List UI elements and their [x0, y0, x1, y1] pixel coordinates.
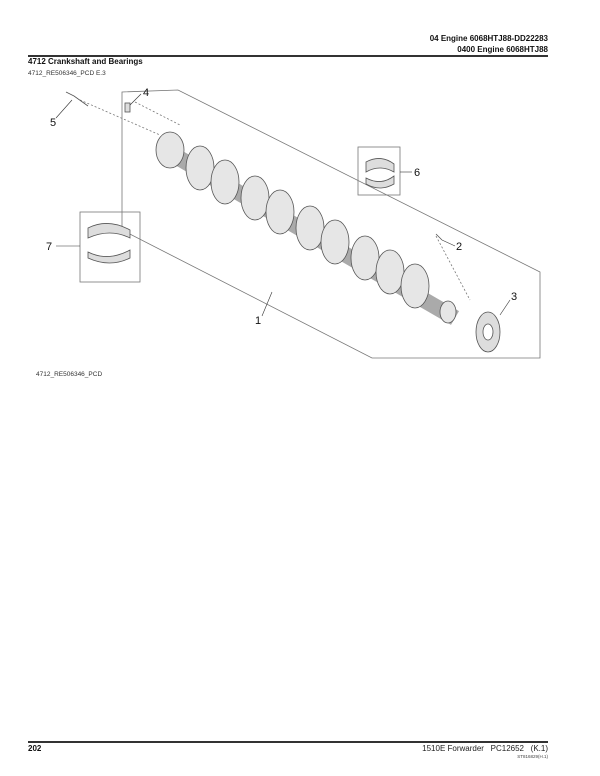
header-rule [28, 55, 548, 57]
callout-2: 2 [456, 241, 462, 253]
bearing-7-frame [79, 211, 141, 283]
page-number: 202 [28, 744, 42, 753]
callout-5: 5 [50, 117, 56, 129]
illustration-caption: 4712_RE506346_PCD [36, 371, 103, 378]
callout-6: 6 [414, 167, 420, 179]
bolt-drawing [65, 91, 89, 107]
bearing-7-drawing [87, 223, 131, 264]
footer-document: 1510E Forwarder PC12652 (K.1) [422, 744, 548, 753]
footer-code: ST816829(H.1) [517, 754, 548, 759]
crankshaft-drawing [65, 91, 501, 353]
section-reference: 4712_RE506346_PCD E.3 [28, 70, 106, 77]
header-group-line: 04 Engine 6068HTJ88-DD22283 [429, 34, 548, 43]
callout-4: 4 [143, 87, 149, 99]
crankshaft-illustration: 1 2 3 4 5 6 7 [46, 87, 541, 359]
bearing-6-frame [357, 146, 401, 196]
section-title: 4712 Crankshaft and Bearings [28, 57, 143, 66]
callout-7: 7 [46, 241, 52, 253]
callout-1: 1 [255, 315, 261, 327]
dowel-drawing [124, 102, 131, 113]
footer-rule [28, 741, 548, 743]
bearing-6-drawing [365, 158, 395, 189]
callout-3: 3 [511, 291, 517, 303]
header-subgroup-line: 0400 Engine 6068HTJ88 [457, 45, 548, 54]
